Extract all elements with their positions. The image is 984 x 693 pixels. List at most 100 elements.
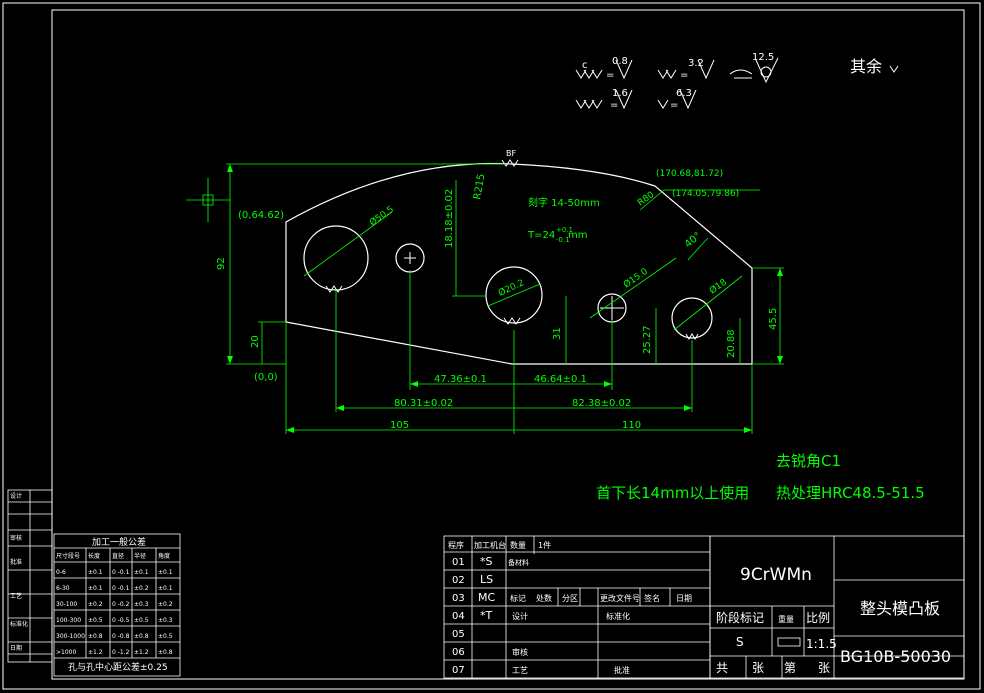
tol-cell: ±0.8 xyxy=(158,649,173,656)
tol-cell: 0 -0.5 xyxy=(112,617,130,624)
roughness-c-label: c xyxy=(582,60,588,71)
stage-label: 阶段标记 xyxy=(716,610,764,625)
tol-cell: 0-6 xyxy=(56,569,66,576)
proc-mid-5: 日期 xyxy=(676,594,692,603)
note-thickness: T=24 xyxy=(527,230,555,241)
proc-r6c0: 07 xyxy=(452,665,465,676)
note-deburr: 去锐角C1 xyxy=(776,452,841,470)
proc-sign-0: 设计 xyxy=(512,611,528,621)
coord-p2: (174.05,79.86) xyxy=(672,189,739,199)
tol-cell: ±1.2 xyxy=(88,649,103,656)
proc-h1: 加工机台 xyxy=(474,540,506,550)
roughness-legend xyxy=(575,57,899,110)
tolerance-table xyxy=(53,533,181,677)
dim-20: 20 xyxy=(250,335,261,348)
proc-r3c1: *T xyxy=(480,609,493,622)
tol-cell: ±0.5 xyxy=(158,633,173,640)
strip-label-5: 标准化 xyxy=(10,620,28,628)
proc-r4c0: 05 xyxy=(452,629,465,640)
roughness-6.3: 6.3 xyxy=(676,88,692,99)
hole-c xyxy=(485,266,543,324)
tol-cell: ±0.5 xyxy=(134,617,149,624)
inner-border xyxy=(51,9,965,680)
dim-20.88: 20.88 xyxy=(726,329,737,358)
proc-r5c0: 06 xyxy=(452,647,465,658)
arrow-heads xyxy=(227,164,783,433)
note-t-dn: -0.1 xyxy=(556,236,570,244)
tol-cell: ±0.8 xyxy=(88,633,103,640)
dim-25.27: 25.27 xyxy=(642,325,653,354)
part-name: 整头模凸板 xyxy=(860,599,940,618)
tol-cell: ±0.3 xyxy=(134,601,149,608)
hole-e xyxy=(671,297,713,339)
note-engrave: 刻字 14-50mm xyxy=(528,196,600,209)
roughness-rest: 其余 xyxy=(850,57,882,76)
proc-mid-4: 签名 xyxy=(644,593,660,603)
note-usage: 首下长14mm以上使用 xyxy=(596,484,749,502)
strip-label-4: 工艺 xyxy=(10,592,22,600)
dim-92: 92 xyxy=(216,257,227,270)
dim-hole-d: Ø15.0 xyxy=(621,266,650,291)
tol-cell: ±0.2 xyxy=(158,601,173,608)
tol-h1: 长度 xyxy=(88,552,100,560)
dim-45.5: 45.5 xyxy=(768,308,779,330)
tol-cell: 6-30 xyxy=(56,585,70,592)
dim-110: 110 xyxy=(622,420,641,431)
tol-title: 加工一般公差 xyxy=(92,536,146,548)
sheet-total: 共 xyxy=(716,661,728,675)
tol-cell: ±0.1 xyxy=(158,585,173,592)
proc-sign-1: 标准化 xyxy=(606,611,630,621)
roughness-0.8: 0.8 xyxy=(612,56,628,67)
note-t-unit: mm xyxy=(568,230,587,241)
tol-cell: ±1.2 xyxy=(134,649,149,656)
proc-r0c2: 备材料 xyxy=(508,558,529,567)
strip-label-3: 批准 xyxy=(10,558,22,566)
svg-text:=: = xyxy=(610,100,618,111)
dim-hole-e: Ø18 xyxy=(707,277,729,297)
coord-p1: (170.68,81.72) xyxy=(656,169,723,179)
tol-cell: ±0.1 xyxy=(158,569,173,576)
tol-cell: ±0.1 xyxy=(88,585,103,592)
sheet-unit: 张 xyxy=(752,661,764,675)
tol-cell: ±0.1 xyxy=(134,569,149,576)
proc-mid-2: 分区 xyxy=(562,594,578,603)
roughness-12.5: 12.5 xyxy=(752,52,774,63)
strip-label-1: 设计 xyxy=(10,492,22,500)
tol-cell: ±0.5 xyxy=(88,617,103,624)
tol-h4: 角度 xyxy=(158,552,170,560)
coord-left-top: (0,64.62) xyxy=(238,210,284,221)
sheet-unit-2: 张 xyxy=(818,661,830,675)
proc-mid-1: 处数 xyxy=(536,593,552,603)
proc-r1c1: LS xyxy=(480,573,493,586)
tol-cell: ±0.8 xyxy=(134,633,149,640)
tol-cell: ±0.1 xyxy=(88,569,103,576)
dim-r215: R215 xyxy=(472,173,487,201)
title-block xyxy=(709,535,965,679)
scale-label: 比例 xyxy=(806,611,830,625)
tol-footer: 孔与孔中心距公差±0.25 xyxy=(68,661,168,673)
dim-82.38: 82.38±0.02 xyxy=(572,398,631,409)
proc-h0: 程序 xyxy=(448,540,464,550)
strip-label-6: 日期 xyxy=(10,644,22,652)
tol-cell: 0 -0.8 xyxy=(112,633,130,640)
proc-mid-3: 更改文件号 xyxy=(600,593,640,603)
tol-cell: ±0.2 xyxy=(88,601,103,608)
proc-r2c1: MC xyxy=(478,591,495,604)
dim-31: 31 xyxy=(552,327,563,340)
hole-triangles xyxy=(325,159,699,340)
stage-mark: S xyxy=(736,635,744,649)
dim-hole-c: Ø20.2 xyxy=(497,277,526,298)
dim-hole-a: Ø50.5 xyxy=(367,204,396,229)
tol-cell: 0 -0.1 xyxy=(112,585,130,592)
proc-r1c0: 02 xyxy=(452,575,465,586)
proc-h2: 数量 xyxy=(510,540,526,550)
proc-mid-0: 标记 xyxy=(510,593,526,603)
proc-r0c0: 01 xyxy=(452,557,465,568)
proc-r3c0: 04 xyxy=(452,611,465,622)
tol-cell: 0 -1.2 xyxy=(112,649,130,656)
proc-r0c1: *S xyxy=(480,555,493,568)
dim-40deg: 40° xyxy=(683,230,704,250)
tol-cell: 30-100 xyxy=(56,601,77,608)
